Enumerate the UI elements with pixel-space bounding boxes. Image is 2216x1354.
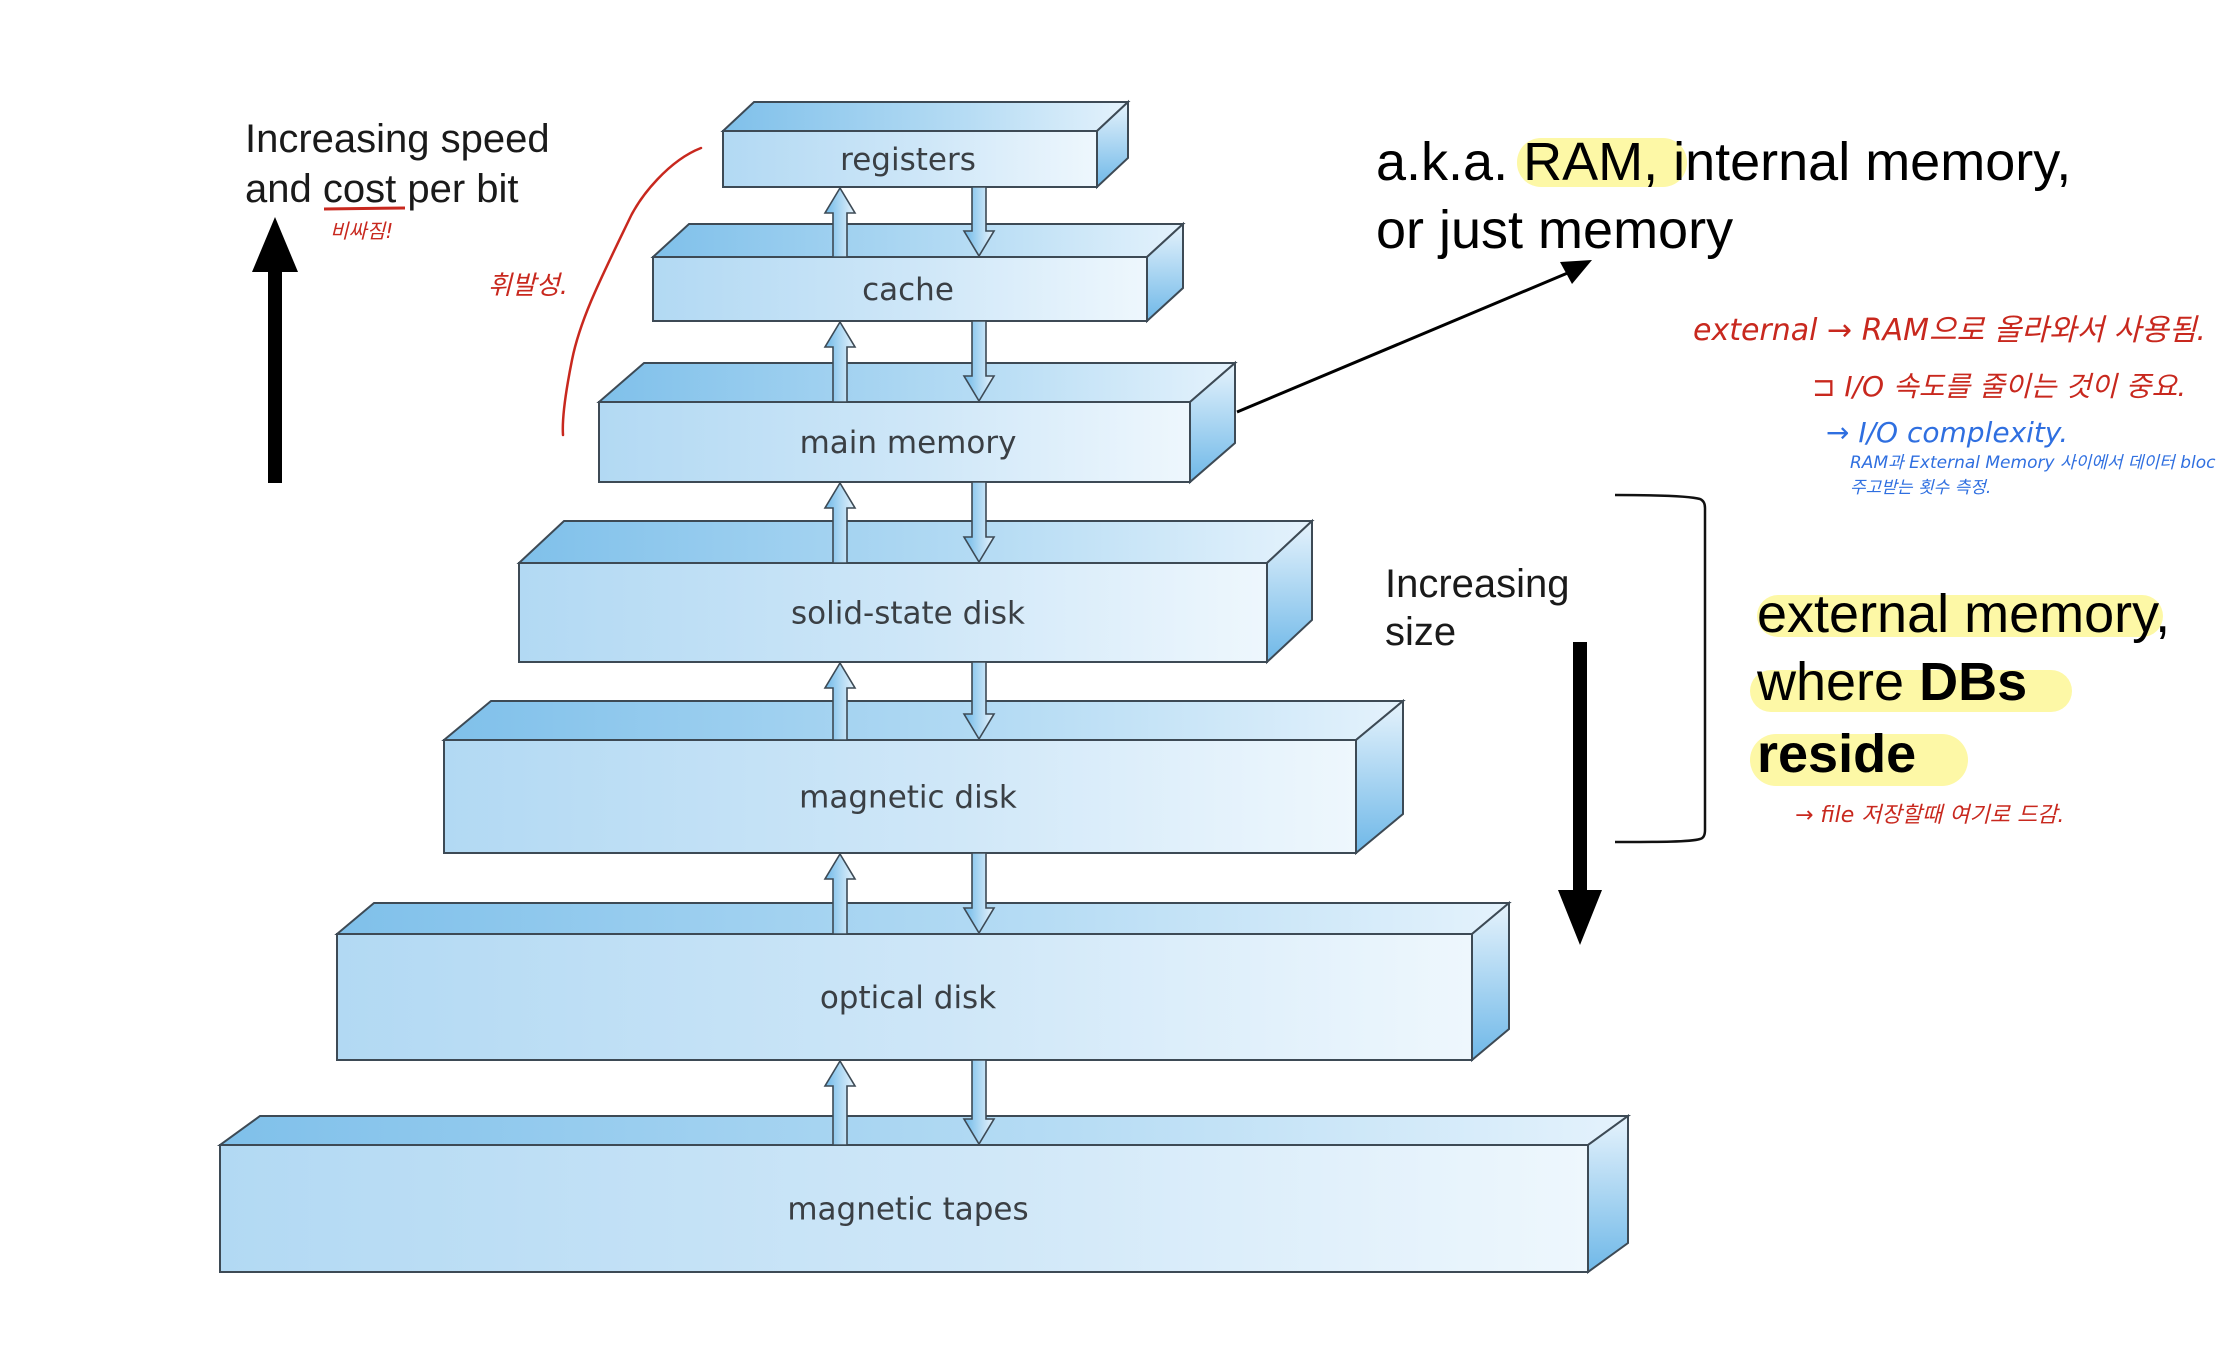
ram-callout-line2: or just memory [1376,200,1733,260]
block-front-face [722,130,1098,188]
up-arrow-icon [823,1059,857,1146]
external-callout-dbs: DBs [1919,652,2027,712]
block-label: registers [840,142,976,178]
block-top-face [596,362,1238,403]
external-callout-where: where [1756,652,1919,712]
block-optical-disk: optical disk [334,900,1512,1063]
ram-pointer-arrow-icon [1560,260,1592,284]
ram-callout-suffix: internal memory, [1658,132,2071,192]
external-memory-bracket [1614,493,1707,844]
external-highlight-2 [1750,670,2072,712]
block-front-face [518,562,1268,663]
external-callout-line1: external memory, [1757,584,2170,644]
block-front-face [336,933,1473,1061]
io-detail-line2: 주고받는 횟수 측정. [1850,478,1991,498]
block-label: cache [862,272,954,308]
down-arrow-icon [962,481,996,564]
pyramid-blocks: registers cache main memory solid-state dis… [216,99,1632,1274]
size-label-line2: size [1385,610,1456,654]
ram-highlight [1517,138,1687,187]
block-label: solid-state disk [791,596,1025,632]
io-complexity-note: → I/O complexity. [1826,416,2068,449]
block-magnetic-disk: magnetic disk [441,698,1406,856]
external-note-2: ⊐ I/O 속도를 줄이는 것이 중요. [1812,370,2186,403]
up-arrow-icon [823,320,857,403]
down-arrow-icon [962,661,996,741]
speed-label-line1: Increasing speed [245,117,550,161]
ram-callout-line1: a.k.a. RAM, internal memory, [1376,132,2071,192]
block-label: magnetic tapes [787,1192,1028,1228]
external-highlight-3 [1750,734,1968,786]
external-callout-line2: where DBs [1756,652,2027,712]
external-note-1: external → RAM으로 올라와서 사용됨. [1693,313,2206,348]
block-registers: registers [720,99,1131,190]
io-detail-line1: RAM과 External Memory 사이에서 데이터 block을 [1850,453,2216,473]
block-front-face [652,256,1148,322]
external-highlight-1 [1757,595,2163,637]
speed-axis: Increasing speed and cost per bit [245,117,550,483]
ram-callout-prefix: a.k.a. [1376,132,1523,192]
size-arrow-shaft [1573,642,1587,894]
ram-callout-ram: RAM, [1523,132,1658,192]
block-solid-state-disk: solid-state disk [516,518,1315,665]
ram-callout: a.k.a. RAM, internal memory, or just mem… [1236,132,2071,414]
up-arrow-icon [823,186,857,258]
volatile-note: 휘발성. [488,271,568,301]
size-arrow-head-icon [1558,890,1602,945]
down-arrow-icon [962,186,996,258]
speed-label-and: and [245,167,323,211]
size-label-line1: Increasing [1385,562,1570,606]
volatile-bracket-curve [561,146,703,437]
down-arrow-icon [962,1059,996,1146]
block-label: magnetic disk [799,780,1017,816]
up-arrow-icon [823,661,857,741]
block-front-face [598,401,1191,483]
speed-arrow-head-icon [252,217,298,272]
up-arrow-icon [823,852,857,935]
external-callout-line3: reside [1757,724,1916,784]
level-connectors [823,186,996,1146]
block-main-memory: main memory [596,360,1238,485]
block-cache: cache [650,221,1186,324]
speed-label-suffix: per bit [396,167,518,211]
block-top-face [216,1115,1632,1146]
block-label: optical disk [820,980,996,1016]
expensive-note: 비싸짐! [330,219,393,243]
down-arrow-icon [962,852,996,935]
block-top-face [720,101,1131,132]
external-callout: external memory, where DBs reside [1750,584,2170,786]
block-label: main memory [800,425,1017,461]
down-arrow-icon [962,320,996,403]
block-front-face [443,739,1357,854]
block-top-face [650,223,1186,258]
block-front-face [219,1144,1589,1273]
size-axis: Increasing size [1385,493,1707,945]
ram-pointer-line [1236,270,1571,414]
speed-arrow-shaft [268,268,282,483]
speed-label-line2: and cost per bit [245,167,519,211]
up-arrow-icon [823,481,857,564]
cost-underline [323,206,406,211]
block-magnetic-tapes: magnetic tapes [216,1114,1632,1274]
speed-label-cost: cost [323,167,396,211]
block-top-face [441,700,1406,741]
block-top-face [334,902,1512,935]
file-note: → file 저장할때 여기로 드감. [1795,803,2064,828]
block-top-face [516,520,1315,564]
